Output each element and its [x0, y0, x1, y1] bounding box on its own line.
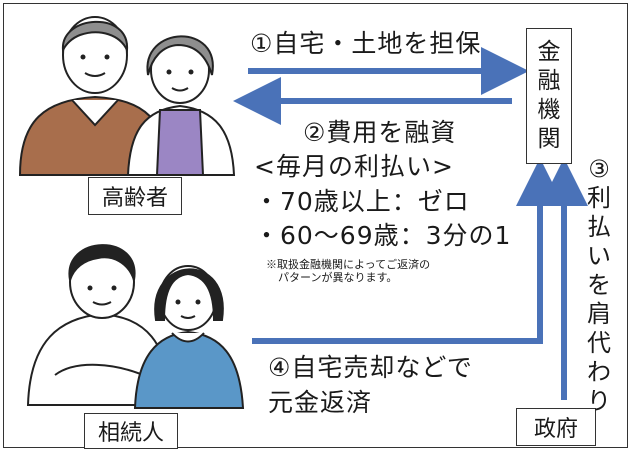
- elderly-label-box: 高齢者: [88, 177, 182, 215]
- monthly-interest-heading: <毎月の利払い>: [254, 152, 454, 181]
- over70-rule: ・70歳以上：ゼロ: [254, 187, 470, 216]
- step1-label: ①自宅・土地を担保: [250, 29, 482, 58]
- step3-char: い: [587, 242, 611, 270]
- step3-char: ③: [588, 155, 610, 183]
- step3-char: 肩: [587, 300, 611, 328]
- step3-char: り: [587, 387, 611, 415]
- diagram-frame: [3, 3, 628, 448]
- arrow-repayment: [252, 158, 564, 344]
- step3-vertical-label: ③ 利 払 い を 肩 代 わ り: [582, 155, 616, 416]
- step3-char: 払: [587, 213, 611, 241]
- elderly-man-hair: [61, 20, 129, 54]
- government-label-box: 政府: [516, 408, 596, 446]
- step2-label: ②費用を融資: [303, 118, 457, 147]
- bank-char: 融: [537, 68, 561, 94]
- government-label: 政府: [533, 417, 578, 442]
- step4-line1: ④自宅売却などで: [268, 353, 473, 382]
- heirs-label: 相続人: [97, 421, 164, 446]
- heirs-illustration: [26, 244, 245, 409]
- bank-char: 金: [537, 39, 561, 65]
- age60s-rule: ・60〜69歳：3分の1: [254, 221, 512, 250]
- step3-char: を: [587, 271, 611, 299]
- step3-char: 代: [587, 329, 611, 357]
- heirs-label-box: 相続人: [84, 413, 178, 449]
- heir-man-hair: [68, 244, 136, 281]
- step3-char: わ: [587, 358, 611, 386]
- elderly-woman-hair: [146, 35, 214, 76]
- step3-char: 利: [587, 184, 611, 212]
- step4-line2: 元金返済: [268, 388, 373, 417]
- bank-char: 関: [537, 126, 561, 152]
- heir-woman-top: [133, 330, 245, 409]
- bank-label-box: 金 融 機 関: [526, 28, 572, 164]
- elderly-couple-illustration: [18, 16, 236, 176]
- heir-woman-hair: [154, 268, 224, 321]
- elderly-man-collar: [71, 99, 119, 127]
- note-line1: ※取扱金融機関によってご返済の: [266, 258, 431, 271]
- elderly-woman-top: [155, 109, 205, 176]
- bank-char: 機: [537, 97, 561, 123]
- note-line2: パターンが異なります。: [278, 271, 398, 284]
- elderly-label: 高齢者: [101, 186, 168, 211]
